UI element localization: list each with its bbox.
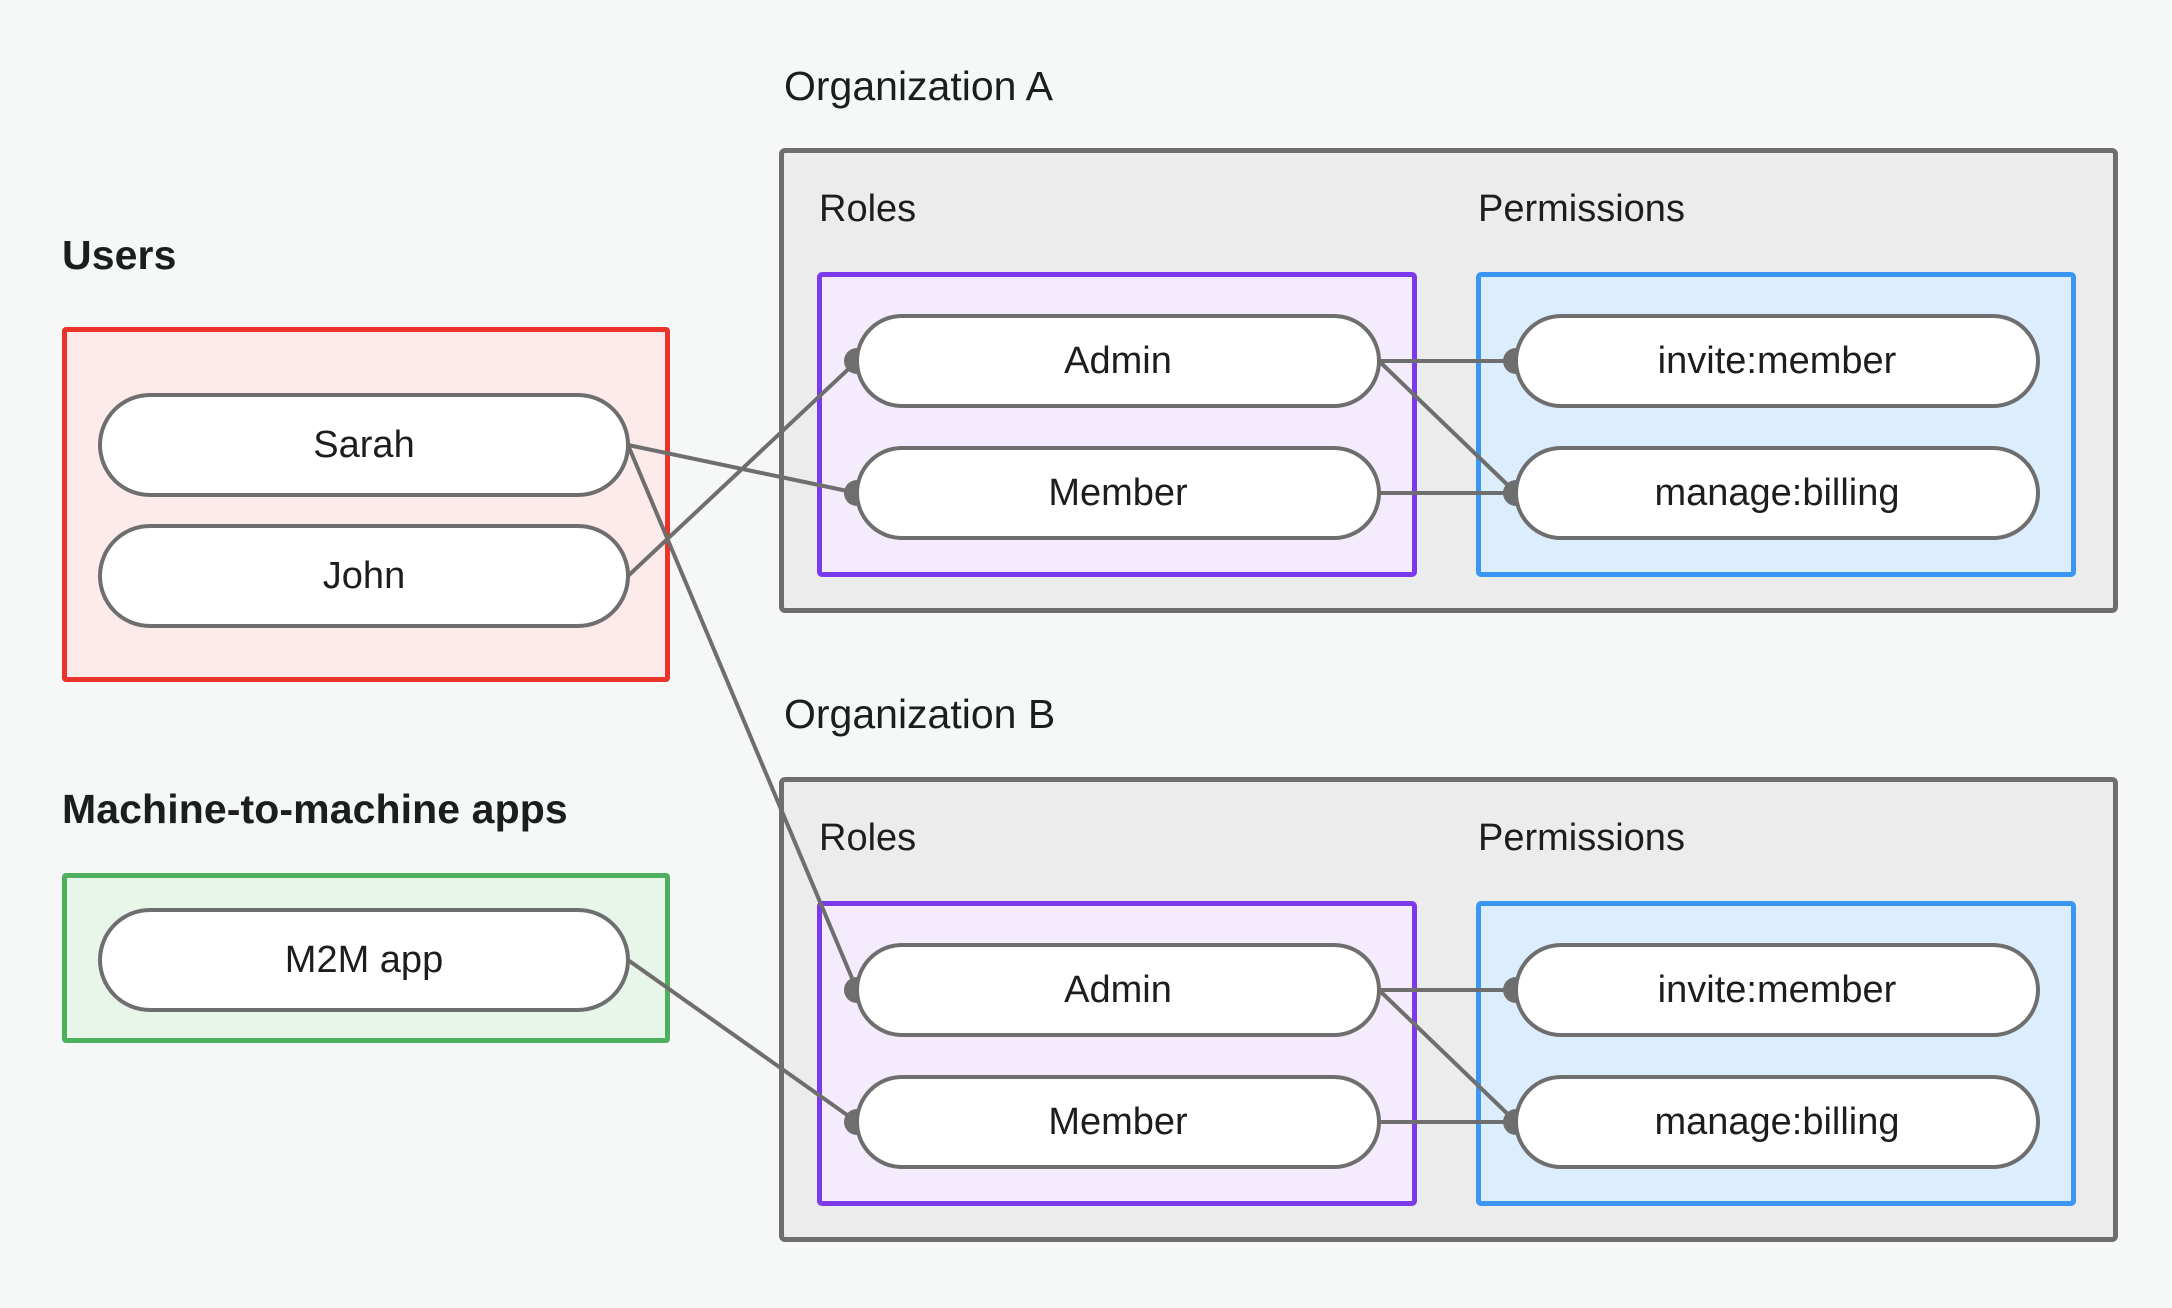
user-pill-sarah-label: Sarah (313, 423, 415, 466)
org-a-role-pill-admin[interactable]: Admin (855, 314, 1381, 408)
org-a-permission-pill-invite-member-label: invite:member (1657, 339, 1897, 382)
org-b-permission-pill-invite-member-label: invite:member (1657, 968, 1897, 1011)
m2m-group-label: Machine-to-machine apps (62, 786, 568, 832)
org-b-role-pill-member[interactable]: Member (855, 1075, 1381, 1169)
users-group-label: Users (62, 232, 177, 278)
org-b-permission-pill-manage-billing-label: manage:billing (1654, 1100, 1900, 1143)
org-a-permission-pill-invite-member[interactable]: invite:member (1514, 314, 2040, 408)
org-b-role-pill-member-label: Member (1048, 1100, 1188, 1143)
organization-a-title: Organization A (784, 63, 1053, 109)
org-a-permission-pill-manage-billing-label: manage:billing (1654, 471, 1900, 514)
m2m-pill-app-label: M2M app (284, 938, 444, 981)
m2m-pill-app[interactable]: M2M app (98, 908, 630, 1012)
user-pill-john-label: John (322, 554, 406, 597)
org-b-permission-pill-manage-billing[interactable]: manage:billing (1514, 1075, 2040, 1169)
org-b-permission-pill-invite-member[interactable]: invite:member (1514, 943, 2040, 1037)
user-pill-john[interactable]: John (98, 524, 630, 628)
users-group-box (62, 327, 670, 682)
org-b-role-pill-admin-label: Admin (1064, 968, 1172, 1011)
organization-b-permissions-label: Permissions (1478, 817, 1685, 859)
organization-b-roles-label: Roles (819, 817, 917, 859)
organization-a-permissions-label: Permissions (1478, 188, 1685, 230)
org-a-permission-pill-manage-billing[interactable]: manage:billing (1514, 446, 2040, 540)
org-a-role-pill-member[interactable]: Member (855, 446, 1381, 540)
organization-b-title: Organization B (784, 691, 1056, 737)
org-a-role-pill-admin-label: Admin (1064, 339, 1172, 382)
user-pill-sarah[interactable]: Sarah (98, 393, 630, 497)
organization-a-roles-label: Roles (819, 188, 917, 230)
org-a-role-pill-member-label: Member (1048, 471, 1188, 514)
org-b-role-pill-admin[interactable]: Admin (855, 943, 1381, 1037)
